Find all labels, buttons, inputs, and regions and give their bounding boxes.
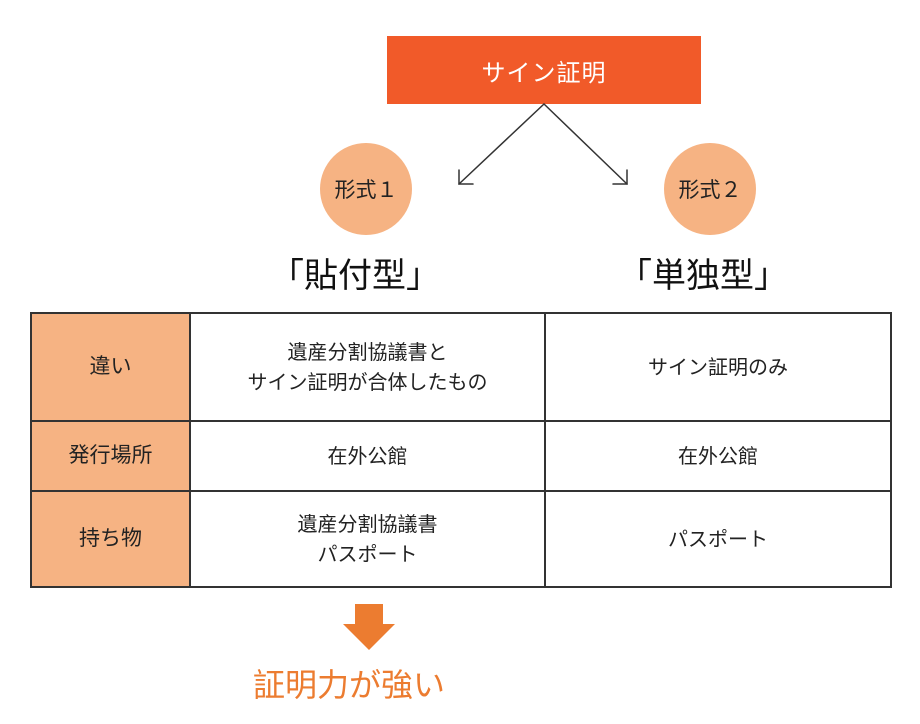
cell-form1-issue-place: 在外公館 [189,420,546,492]
form1-badge: 形式１ [320,143,412,235]
row-header-difference: 違い [30,312,191,422]
form1-badge-label: 形式１ [334,178,398,202]
cell-line: 在外公館 [678,444,758,468]
cell-form1-belongings: 遺産分割協議書 パスポート [189,490,546,588]
form2-badge-label: 形式２ [678,178,742,202]
cell-form2-issue-place: 在外公館 [544,420,892,492]
cell-form2-difference: サイン証明のみ [544,312,892,422]
form1-title: 「貼付型」 [270,256,440,296]
conclusion-text: 証明力が強い [253,666,446,704]
cell-line: 在外公館 [327,444,408,468]
table-row-belongings: 持ち物 遺産分割協議書 パスポート パスポート [30,490,892,588]
arrow-to-form1-head [458,169,474,185]
table-row-difference: 違い 遺産分割協議書と サイン証明が合体したもの サイン証明のみ [30,312,892,422]
cell-line: 遺産分割協議書と [287,340,448,364]
arrow-to-form1 [458,103,545,185]
comparison-table: 違い 遺産分割協議書と サイン証明が合体したもの サイン証明のみ 発行場所 在外… [30,312,892,588]
root-node-label: サイン証明 [481,58,607,87]
form2-title: 「単独型」 [618,256,788,296]
cell-line: パスポート [317,542,418,566]
arrow-to-form2-head [612,169,628,185]
cell-line: 遺産分割協議書 [297,512,438,536]
root-node-sign-certificate: サイン証明 [387,36,701,104]
arrow-to-form2 [543,103,628,185]
cell-line: サイン証明のみ [648,355,788,379]
cell-form2-belongings: パスポート [544,490,892,588]
row-header-issue-place: 発行場所 [30,420,191,492]
down-arrow-icon [343,604,395,650]
cell-line: サイン証明が合体したもの [247,370,488,394]
cell-form1-difference: 遺産分割協議書と サイン証明が合体したもの [189,312,546,422]
form2-badge: 形式２ [664,143,756,235]
row-header-belongings: 持ち物 [30,490,191,588]
table-row-issue-place: 発行場所 在外公館 在外公館 [30,420,892,492]
cell-line: パスポート [668,527,768,551]
